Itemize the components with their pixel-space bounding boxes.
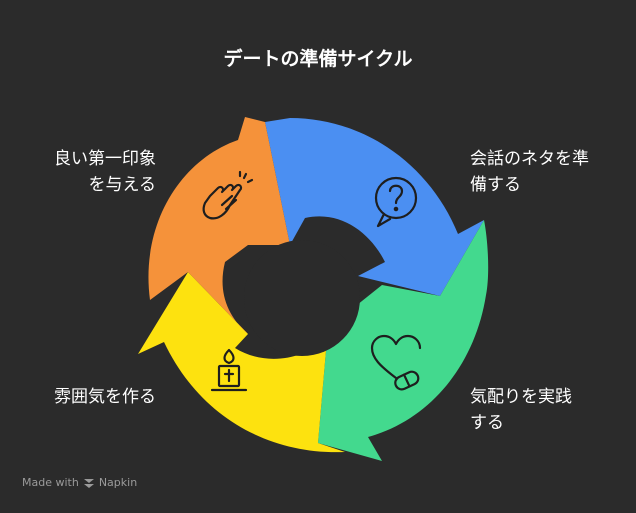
brand-name: Napkin bbox=[98, 476, 138, 489]
question-bubble-icon bbox=[374, 176, 418, 228]
cycle-segment-first-impression bbox=[148, 117, 290, 334]
step-label-first-impression: 良い第一印象 を与える bbox=[54, 149, 156, 195]
cycle-segment-set-mood bbox=[138, 272, 345, 453]
heart-pill-icon bbox=[370, 334, 422, 391]
diagram-title: デートの準備サイクル bbox=[223, 48, 413, 70]
step-label-set-mood: 雰囲気を作る bbox=[54, 387, 156, 407]
cycle-center bbox=[244, 240, 360, 356]
made-with-text: Made with bbox=[22, 476, 79, 489]
cycle-segment-prepare-topics bbox=[265, 118, 484, 296]
napkin-logo-icon bbox=[83, 478, 94, 488]
step-label-prepare-topics: 会話のネタを準 備する bbox=[470, 149, 589, 195]
cycle-segment-practice-care bbox=[318, 220, 489, 461]
clapping-hands-icon bbox=[202, 170, 254, 220]
made-with-footer: Made with Napkin bbox=[22, 476, 137, 489]
step-label-practice-care: 気配りを実践 する bbox=[470, 387, 572, 433]
candle-icon bbox=[210, 348, 248, 392]
